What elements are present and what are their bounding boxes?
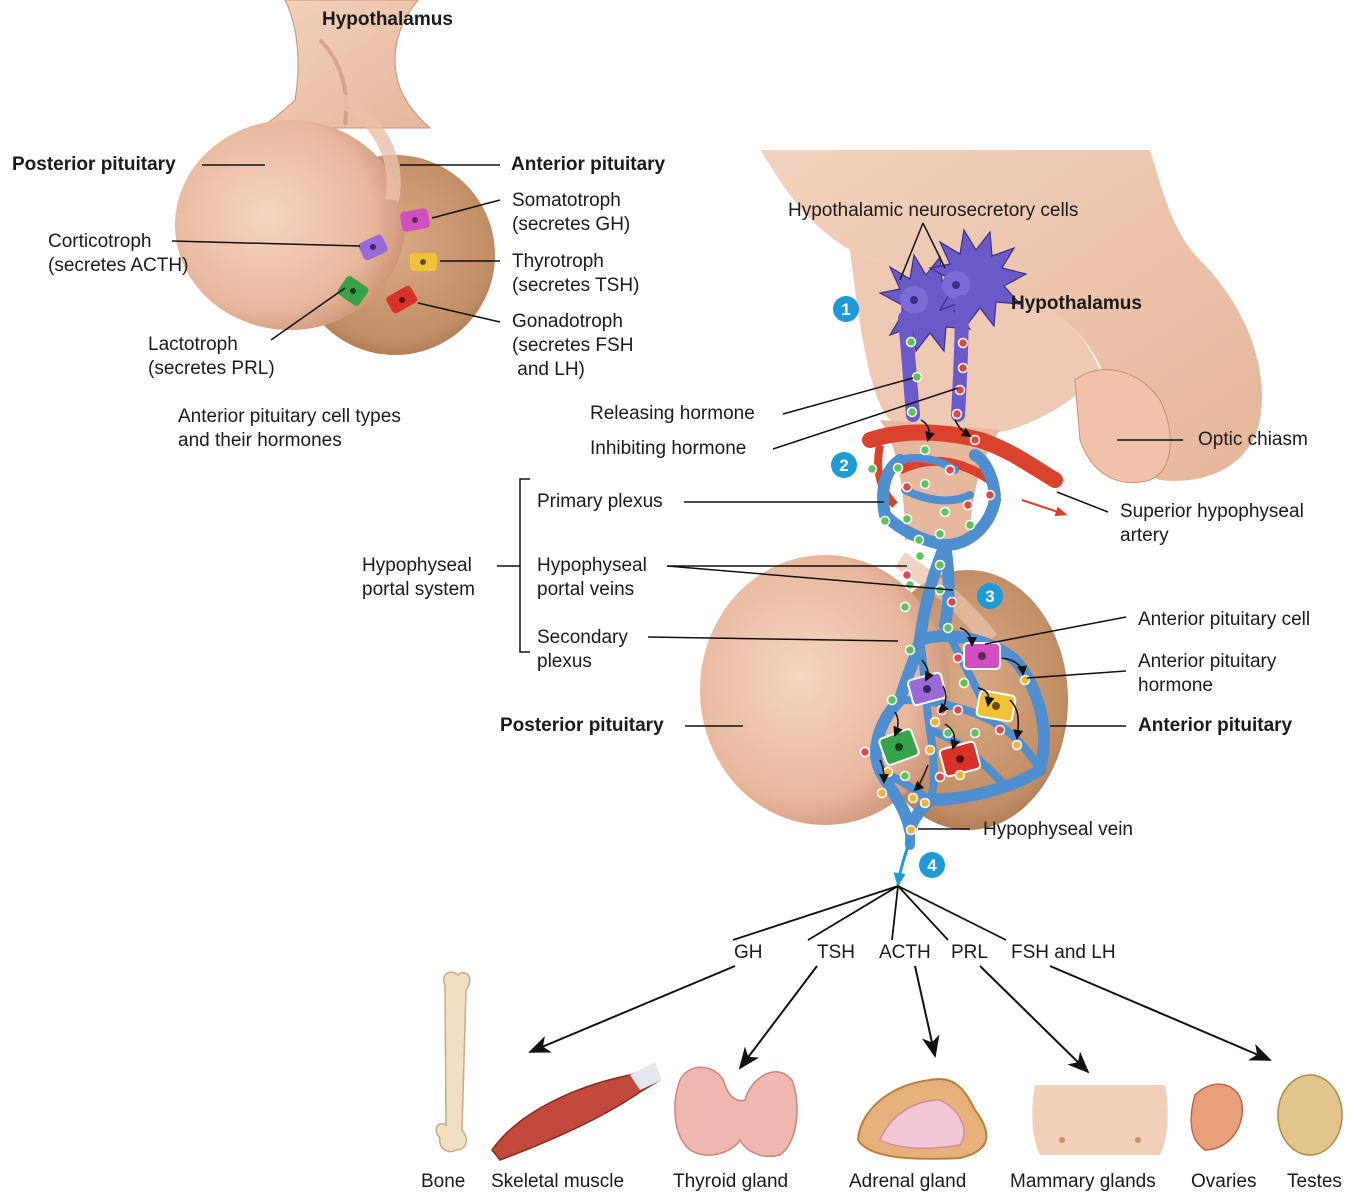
primary-plexus-label: Primary plexus	[537, 490, 663, 514]
target-thyroid-label: Thyroid gland	[673, 1170, 788, 1194]
hormone-release-arrow	[898, 840, 910, 885]
thyroid-gland-illustration	[675, 1067, 797, 1156]
small-pituitary-illustration	[175, 0, 495, 355]
ovaries-illustration	[1191, 1084, 1242, 1150]
large-posterior-pituitary-label: Posterior pituitary	[500, 714, 664, 738]
lactotroph-label: Lactotroph (secretes PRL)	[148, 333, 275, 381]
target-bone-label: Bone	[421, 1170, 465, 1194]
testes-illustration	[1278, 1075, 1342, 1155]
target-ovaries-label: Ovaries	[1191, 1170, 1256, 1194]
bone-illustration	[436, 972, 470, 1151]
small-anterior-pituitary-label: Anterior pituitary	[511, 153, 665, 177]
step-3-badge: 3	[977, 583, 1003, 609]
step-2-number: 2	[839, 456, 848, 475]
step-1-number: 1	[841, 300, 850, 319]
target-skeletal-muscle-label: Skeletal muscle	[491, 1170, 624, 1194]
small-posterior-pituitary-label: Posterior pituitary	[12, 153, 176, 177]
target-arrows	[530, 966, 1270, 1072]
step-1-badge: 1	[833, 296, 859, 322]
superior-artery-label: Superior hypophyseal artery	[1120, 500, 1304, 548]
small-diagram-caption: Anterior pituitary cell types and their …	[178, 405, 401, 453]
corticotroph-label: Corticotroph (secretes ACTH)	[48, 230, 188, 278]
target-mammary-label: Mammary glands	[1010, 1170, 1156, 1194]
hormone-prl-label: PRL	[951, 941, 988, 965]
somatotroph-label: Somatotroph (secretes GH)	[512, 189, 630, 237]
hormone-tsh-label: TSH	[817, 941, 855, 965]
thyrotroph-cell	[410, 253, 437, 271]
step-4-number: 4	[927, 856, 937, 875]
mammary-glands-illustration	[1032, 1085, 1167, 1155]
secondary-plexus-label: Secondary plexus	[537, 626, 628, 674]
distribution-lines	[733, 886, 1006, 940]
step-3-number: 3	[985, 587, 994, 606]
hormone-acth-label: ACTH	[879, 941, 931, 965]
anterior-cell-label: Anterior pituitary cell	[1138, 608, 1310, 632]
step-4-badge: 4	[919, 852, 945, 878]
hypophyseal-vein-label: Hypophyseal vein	[983, 818, 1133, 842]
releasing-hormone-label: Releasing hormone	[590, 402, 755, 426]
thyrotroph-label: Thyrotroph (secretes TSH)	[512, 250, 639, 298]
blood-flow-arrow	[1022, 500, 1058, 512]
target-adrenal-label: Adrenal gland	[849, 1170, 966, 1194]
skeletal-muscle-illustration	[492, 1062, 662, 1160]
large-hypothalamus-label: Hypothalamus	[1011, 292, 1142, 316]
inhibiting-hormone-label: Inhibiting hormone	[590, 437, 746, 461]
adrenal-gland-illustration	[858, 1079, 986, 1159]
anterior-hormone-label: Anterior pituitary hormone	[1138, 650, 1276, 698]
target-testes-label: Testes	[1287, 1170, 1342, 1194]
portal-system-label: Hypophyseal portal system	[362, 554, 475, 602]
neurosecretory-cells-label: Hypothalamic neurosecretory cells	[788, 199, 1078, 223]
gonadotroph-label: Gonadotroph (secretes FSH and LH)	[512, 310, 633, 382]
hormone-fsh-lh-label: FSH and LH	[1011, 941, 1116, 965]
large-anterior-pituitary-label: Anterior pituitary	[1138, 714, 1292, 738]
portal-veins-label: Hypophyseal portal veins	[537, 554, 647, 602]
optic-chiasm-label: Optic chiasm	[1198, 428, 1308, 452]
step-2-badge: 2	[831, 452, 857, 478]
small-hypothalamus-label: Hypothalamus	[322, 8, 453, 32]
hormone-gh-label: GH	[734, 941, 763, 965]
